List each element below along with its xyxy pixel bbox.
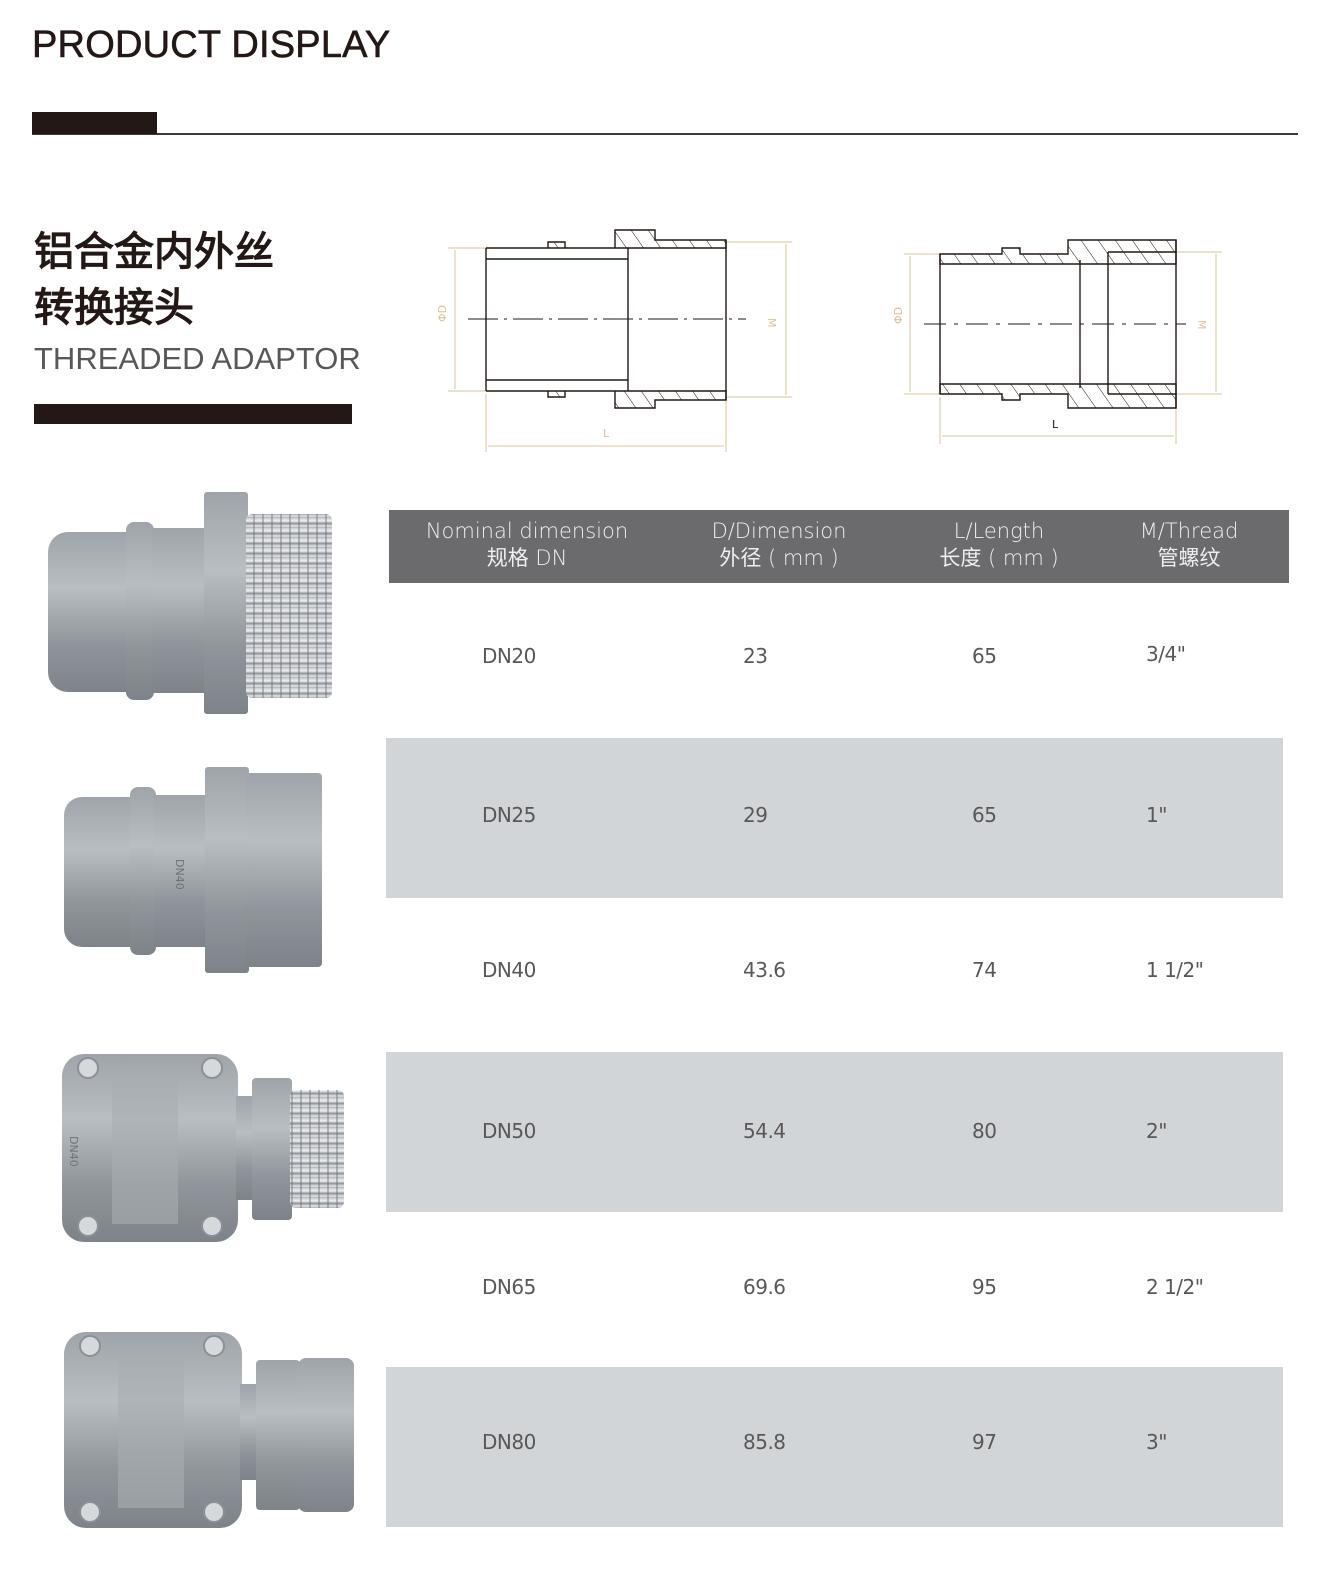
dimension-label-thread: M	[765, 318, 778, 328]
cell-dn: DN50	[482, 1119, 536, 1143]
cell-length: 65	[972, 803, 997, 827]
column-header-dimension: D/Dimension 外径 ( mm )	[711, 519, 847, 570]
cell-length: 65	[972, 644, 997, 668]
cell-dn: DN80	[482, 1430, 536, 1454]
cell-thread: 2"	[1146, 1119, 1167, 1143]
dimension-label-thread: M	[1195, 320, 1208, 330]
cell-thread: 3/4"	[1146, 642, 1186, 666]
photo-mark: DN40	[67, 1136, 80, 1167]
page-title: PRODUCT DISPLAY	[32, 24, 391, 67]
product-name-cn: 铝合金内外丝 转换接头	[34, 224, 394, 336]
cell-thread: 2 1/2"	[1146, 1275, 1204, 1299]
cell-thread: 1 1/2"	[1146, 958, 1204, 982]
cell-thread: 1"	[1146, 803, 1167, 827]
cell-dn: DN20	[482, 644, 536, 668]
cell-diameter: 43.6	[743, 958, 786, 982]
cell-diameter: 69.6	[743, 1275, 786, 1299]
technical-drawing-female: ΦD M L	[880, 222, 1240, 452]
dimension-label-length: L	[603, 427, 610, 440]
product-name-en: THREADED ADAPTOR	[34, 341, 361, 376]
cell-dn: DN25	[482, 803, 536, 827]
cell-diameter: 23	[743, 644, 768, 668]
cell-diameter: 29	[743, 803, 768, 827]
cell-length: 95	[972, 1275, 997, 1299]
cell-length: 80	[972, 1119, 997, 1143]
dimension-label-diameter: ΦD	[892, 307, 905, 324]
dimension-label-diameter: ΦD	[436, 305, 449, 322]
cell-dn: DN40	[482, 958, 536, 982]
column-header-length: L/Length 长度 ( mm )	[939, 519, 1059, 570]
photo-mark: DN40	[173, 859, 186, 890]
table-header: Nominal dimension 规格 DN D/Dimension 外径 (…	[389, 510, 1289, 583]
photo-adaptor-female-small: DN40	[60, 765, 330, 975]
table-row-band	[386, 1367, 1283, 1527]
cell-length: 74	[972, 958, 997, 982]
cell-diameter: 85.8	[743, 1430, 786, 1454]
photo-adaptor-male-large-clamp: DN40	[60, 1048, 350, 1248]
technical-drawing-male: ΦD M L	[420, 222, 820, 462]
column-header-nominal: Nominal dimension 规格 DN	[425, 519, 629, 570]
cell-diameter: 54.4	[743, 1119, 786, 1143]
dimension-label-length: L	[1052, 418, 1059, 431]
title-divider-line	[32, 133, 1298, 135]
product-accent-bar	[34, 404, 352, 424]
cell-thread: 3"	[1146, 1430, 1167, 1454]
column-header-thread: M/Thread 管螺纹	[1139, 519, 1239, 570]
photo-adaptor-male-small	[40, 488, 340, 718]
cell-dn: DN65	[482, 1275, 536, 1299]
title-accent-bar	[32, 112, 157, 134]
table-row-band	[386, 738, 1283, 898]
product-name-cn-line2: 转换接头	[34, 285, 194, 331]
table-row-band	[386, 1052, 1283, 1212]
photo-adaptor-female-large-clamp	[62, 1326, 362, 1536]
cell-length: 97	[972, 1430, 997, 1454]
product-name-cn-line1: 铝合金内外丝	[34, 229, 274, 275]
